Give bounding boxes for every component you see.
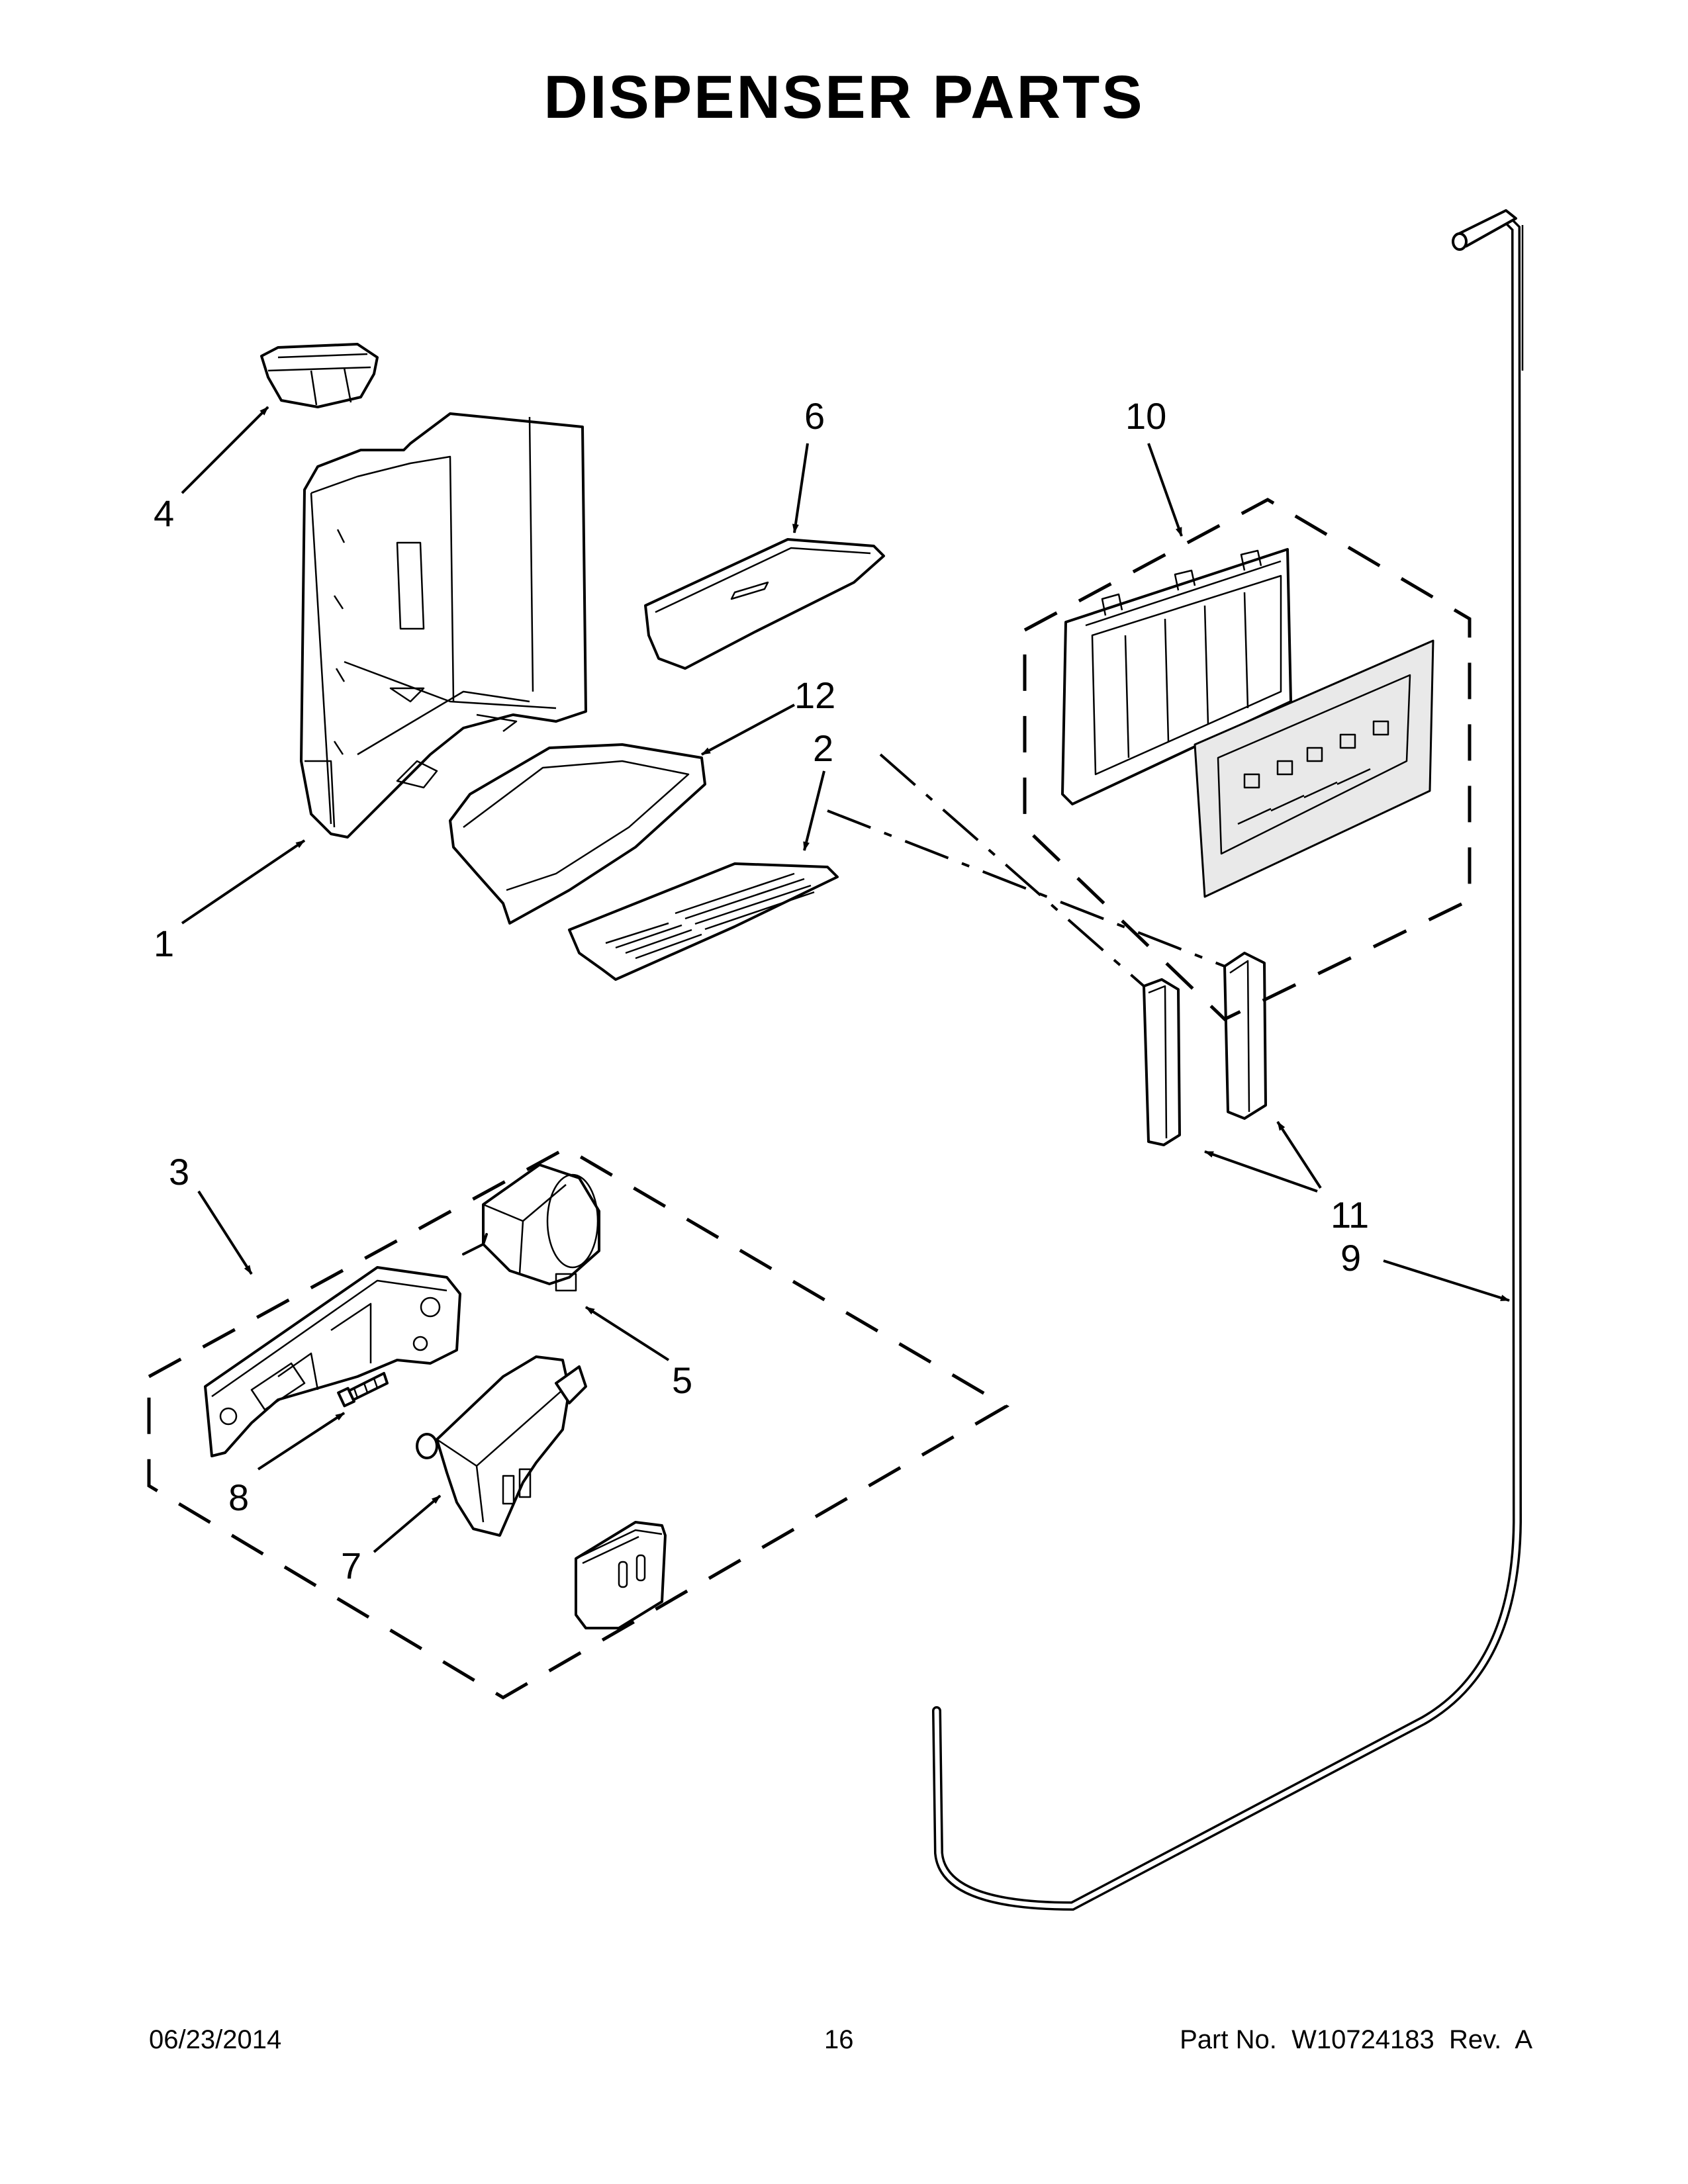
leader-12 bbox=[701, 704, 795, 756]
callout-9: 9 bbox=[1340, 1237, 1361, 1279]
callout-1: 1 bbox=[154, 923, 174, 964]
callout-11: 11 bbox=[1331, 1194, 1369, 1236]
callout-6: 6 bbox=[804, 395, 825, 437]
part-12-drip-tray bbox=[449, 743, 706, 925]
footer-page-number: 16 bbox=[824, 2025, 854, 2054]
part-3-bracket bbox=[204, 1266, 461, 1457]
footer-date: 06/23/2014 bbox=[149, 2025, 282, 2054]
leader-1 bbox=[181, 839, 306, 925]
part-8-screw bbox=[337, 1372, 389, 1408]
page-title: DISPENSER PARTS bbox=[543, 64, 1145, 131]
part-1-dispenser-housing bbox=[300, 412, 587, 839]
leader-5 bbox=[585, 1306, 670, 1361]
callout-7: 7 bbox=[341, 1545, 361, 1586]
leader-6 bbox=[792, 443, 809, 533]
leader-8 bbox=[257, 1412, 346, 1471]
alignment-line bbox=[879, 753, 1145, 987]
group-outline-control bbox=[1023, 498, 1472, 1022]
part-9-water-tube bbox=[932, 209, 1524, 1911]
callout-4: 4 bbox=[154, 492, 174, 534]
part-5-motor bbox=[462, 1163, 600, 1292]
footer-part-number: Part No. W10724183 Rev. A bbox=[1180, 2025, 1532, 2054]
leader-7 bbox=[373, 1494, 442, 1553]
alignment-line bbox=[827, 809, 1225, 968]
callout-5: 5 bbox=[672, 1359, 692, 1401]
callout-10: 10 bbox=[1125, 395, 1166, 437]
switch-cover bbox=[575, 1521, 667, 1629]
leader-9 bbox=[1383, 1259, 1510, 1302]
leader-4 bbox=[181, 406, 269, 494]
leader-11a bbox=[1204, 1150, 1318, 1193]
callout-8: 8 bbox=[228, 1477, 249, 1518]
part-10-control-module bbox=[1061, 548, 1434, 898]
part-11-pads bbox=[1143, 952, 1267, 1146]
part-7-actuator bbox=[416, 1355, 587, 1537]
part-4-chute-cup bbox=[260, 343, 379, 408]
leader-2 bbox=[803, 770, 825, 851]
group-outline-motor-assembly bbox=[147, 1146, 1009, 1700]
part-6-tray bbox=[644, 538, 885, 670]
leader-11b bbox=[1276, 1120, 1322, 1189]
callout-3: 3 bbox=[169, 1151, 189, 1193]
leader-3 bbox=[197, 1190, 253, 1275]
leader-10 bbox=[1147, 443, 1183, 537]
part-2-grille bbox=[568, 862, 839, 981]
callout-12: 12 bbox=[794, 674, 835, 716]
callout-2: 2 bbox=[813, 727, 833, 769]
